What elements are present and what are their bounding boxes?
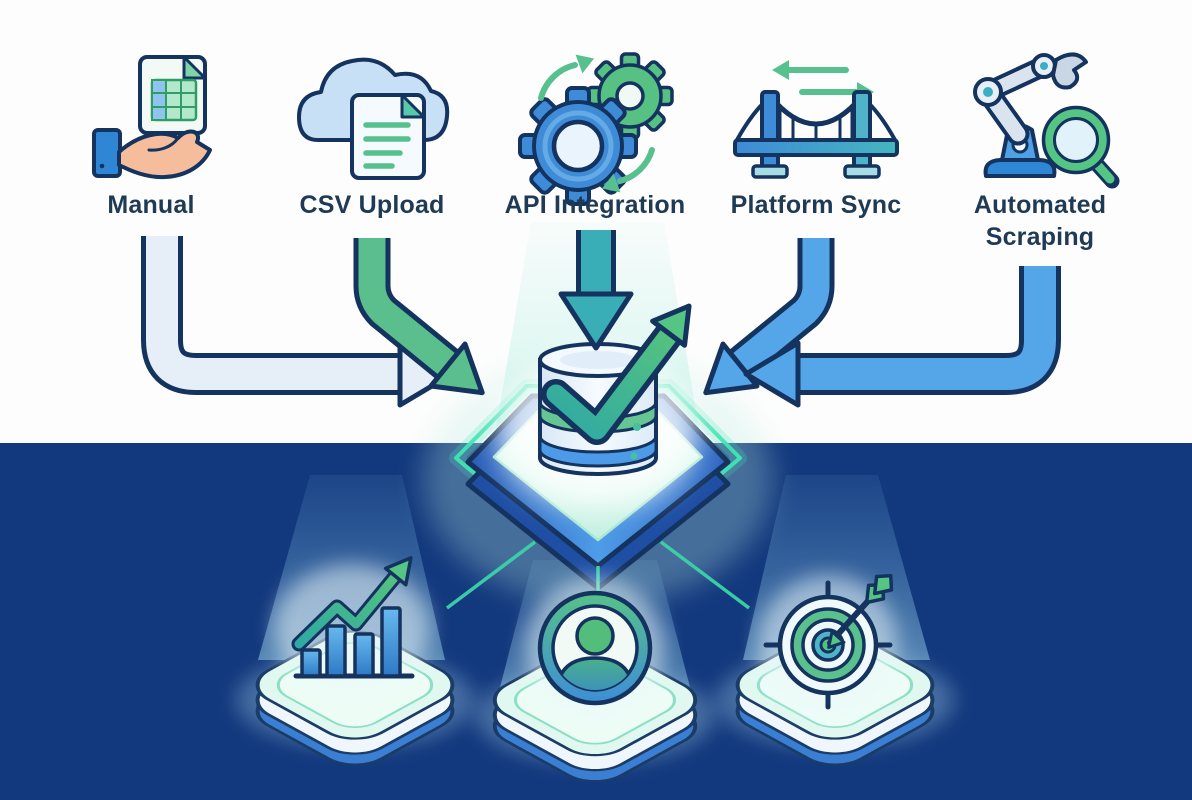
gears-sync-icon [518, 52, 674, 206]
gripper-claw [1051, 52, 1088, 90]
database-checkmark-icon [498, 303, 698, 508]
method-label-csv-upload: CSV Upload [299, 191, 445, 219]
analytics-platform [235, 556, 475, 766]
hand-spreadsheet-icon [92, 55, 212, 180]
dart [827, 573, 894, 649]
platform-sync-arrow [703, 238, 835, 396]
connector-right [659, 540, 751, 610]
hand-icon [92, 128, 212, 180]
method-label-api-integration: API Integration [504, 191, 686, 219]
folded-corner [182, 55, 207, 80]
automated-scraping-arrow [743, 266, 1061, 408]
magnifier-icon [1041, 105, 1120, 189]
method-label-manual: Manual [107, 191, 195, 219]
bar-chart-growth-icon [274, 556, 430, 692]
method-label-automated-scraping: Automated Scraping [973, 191, 1107, 251]
robot-arm [973, 52, 1088, 178]
users-platform [475, 578, 715, 783]
connector-left [445, 540, 537, 610]
method-label-platform-sync: Platform Sync [730, 191, 902, 219]
cloud-document-icon [297, 57, 450, 180]
targeting-platform [715, 573, 955, 766]
api-integration-arrow [558, 230, 634, 351]
target-dart-icon [758, 573, 898, 715]
csv-upload-arrow [353, 238, 485, 396]
document-text-lines [363, 122, 411, 169]
bridge-sync-icon [733, 60, 899, 179]
cycle-arrows [538, 62, 655, 184]
bridge-deck [733, 138, 899, 157]
user-profile-icon [525, 578, 665, 718]
blue-gear [518, 86, 638, 206]
database-blue-band [538, 435, 658, 468]
robot-arm-magnifier-icon [973, 52, 1120, 189]
checkmark-growth-arrow-icon [541, 303, 692, 445]
sleeve-cuff [92, 128, 122, 178]
